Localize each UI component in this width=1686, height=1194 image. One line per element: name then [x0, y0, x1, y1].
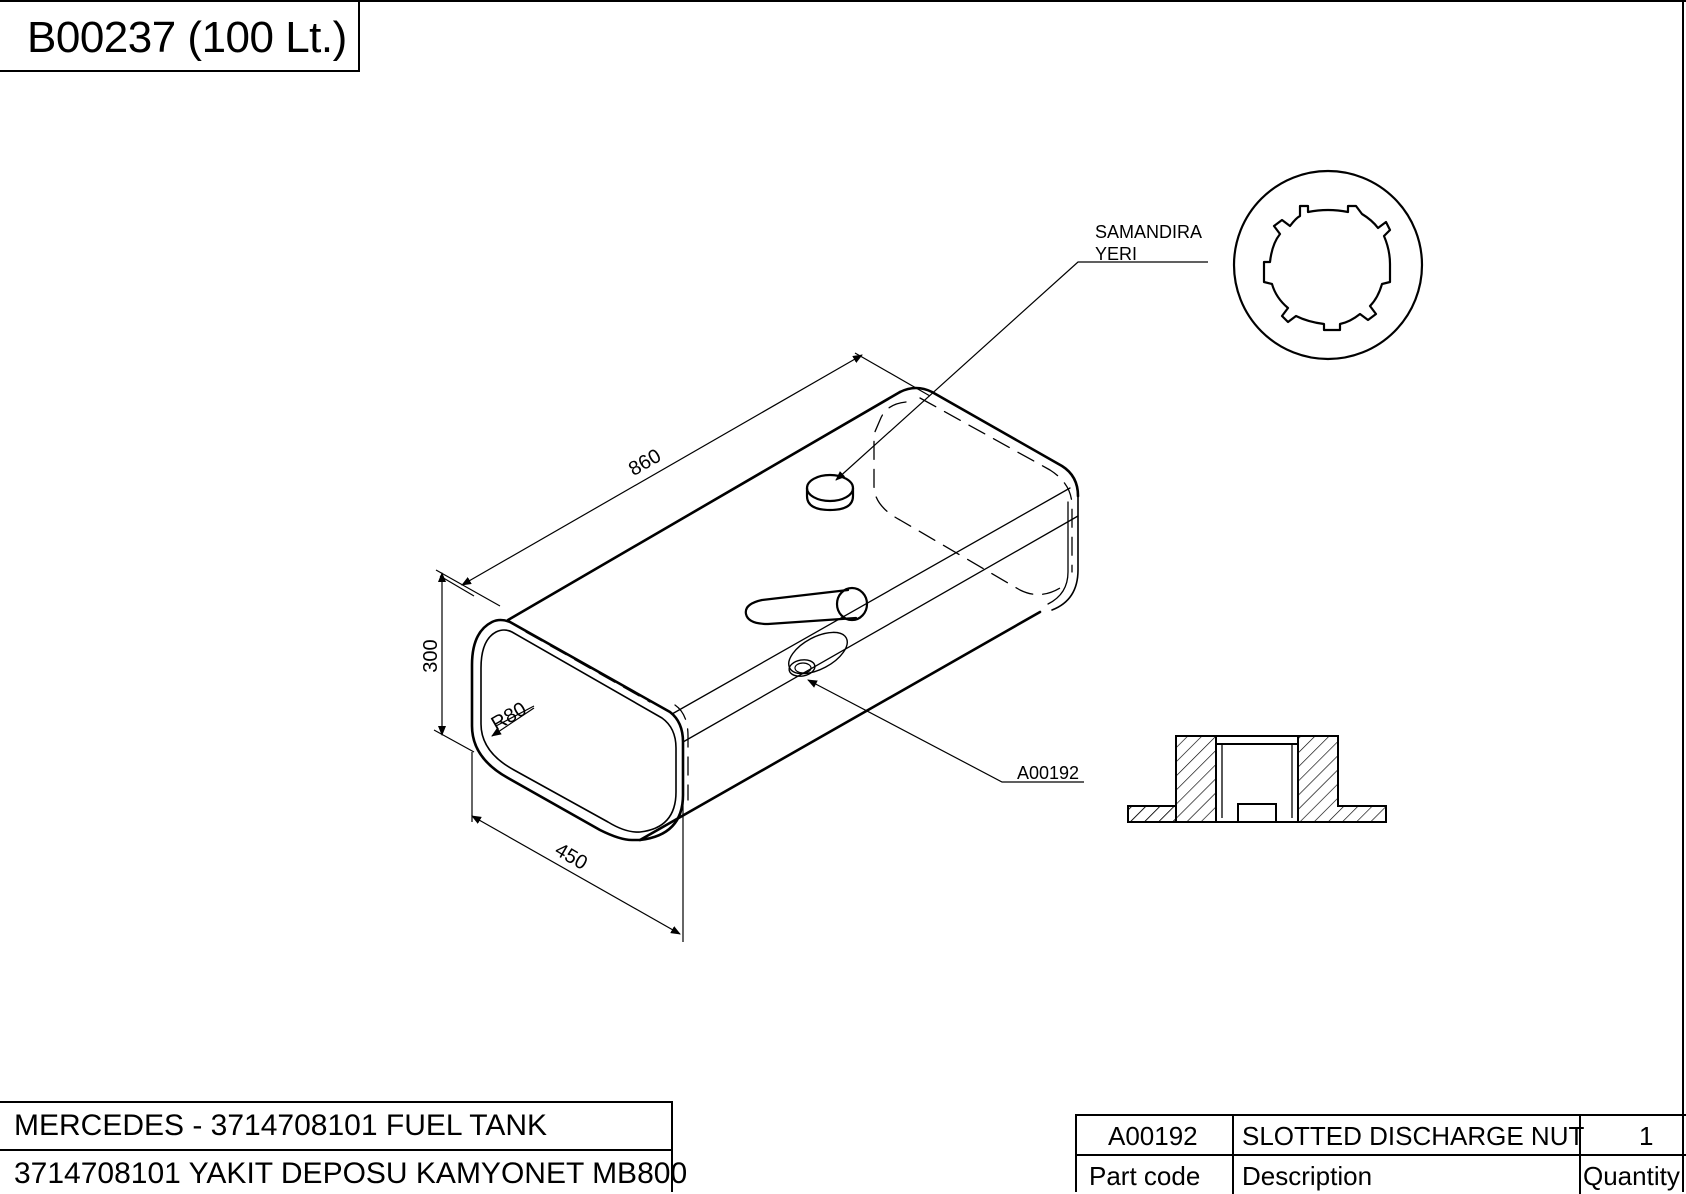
- nut-section-flange-left-outer: [1127, 805, 1177, 823]
- dim-300-ext-2: [433, 729, 475, 753]
- title-box: B00237 (100 Lt.): [0, 0, 360, 72]
- dim-300-ext-1: [435, 569, 501, 607]
- tank-side-ridge: [682, 515, 1079, 743]
- drain-part-label: A00192: [1017, 763, 1079, 783]
- tank-seam-dashed-front: [674, 704, 689, 801]
- tank-back-seam-dashed: [873, 401, 1061, 596]
- tank-back-right-edge: [1051, 495, 1079, 611]
- dim-r80-leader: [491, 707, 535, 737]
- drawing-title: B00237 (100 Lt.): [27, 13, 347, 62]
- bom-row-divider: [1077, 1154, 1686, 1156]
- frame-right-border: [1682, 0, 1684, 1192]
- nut-outer-circle: [1232, 169, 1424, 361]
- nut-slotted-bore: [1262, 204, 1392, 332]
- slotted-nut-section-view: [1127, 735, 1387, 823]
- drain-boss-outer: [788, 631, 848, 675]
- float-location-label-1: SAMANDIRA: [1095, 222, 1202, 242]
- tank-seam-dashed-top: [525, 631, 651, 703]
- float-location-label-2: YERI: [1095, 244, 1137, 264]
- title-block-divider: [0, 1149, 671, 1151]
- bom-header-quantity: Quantity: [1583, 1161, 1680, 1191]
- nut-section-flange-right: [1297, 735, 1387, 823]
- dim-860-ext-1: [439, 575, 475, 597]
- tank-back-seam-dashed-2: [919, 397, 1073, 573]
- bom-header-description: Description: [1242, 1161, 1373, 1191]
- breather-pipe: [744, 588, 858, 626]
- tank-bottom-edge: [638, 610, 1042, 842]
- bom-header-part-code: Part code: [1089, 1161, 1201, 1191]
- tank-top-front-ridge: [671, 487, 1071, 715]
- slotted-nut-top-view: [1232, 169, 1424, 361]
- dim-r80-shelf: [495, 705, 535, 727]
- tank-back-top-corner: [898, 386, 1080, 498]
- title-block: MERCEDES - 3714708101 FUEL TANK 37147081…: [0, 1101, 687, 1192]
- dimension-lines: [433, 261, 1208, 942]
- dim-r80-text: R80: [488, 698, 531, 735]
- dim-860-text: 860: [625, 445, 665, 481]
- drain-boss-hole: [794, 662, 812, 674]
- dimension-texts: 860 300 450 R80: [420, 445, 665, 875]
- filler-cap-side: [805, 486, 855, 512]
- bom-description: SLOTTED DISCHARGE NUT: [1242, 1121, 1585, 1151]
- leader-drain-part: [807, 679, 1084, 783]
- dim-450-line: [471, 815, 681, 935]
- dim-860-ext-2: [854, 352, 931, 397]
- title-block-line-2: 3714708101 YAKIT DEPOSU KAMYONET MB800: [14, 1157, 688, 1190]
- drain-boss-inner: [788, 659, 816, 677]
- dim-860-line: [461, 354, 863, 586]
- bom-table: A00192 SLOTTED DISCHARGE NUT 1 Part code…: [1075, 1114, 1686, 1194]
- dim-300-text: 300: [420, 639, 442, 672]
- frame-top-border: [0, 0, 1686, 2]
- tank-back-right-edge-inner: [1047, 501, 1069, 605]
- nut-bottom-slot: [1216, 803, 1298, 823]
- dim-450-text: 450: [551, 839, 591, 875]
- bom-part-code: A00192: [1108, 1121, 1198, 1151]
- fuel-tank-view: [470, 386, 1080, 842]
- callout-texts: SAMANDIRA YERI A00192: [1017, 222, 1202, 783]
- tank-top-left-edge: [506, 390, 902, 622]
- leader-float-location: [835, 261, 1208, 481]
- filler-cap-top: [805, 473, 855, 503]
- bom-quantity: 1: [1639, 1121, 1654, 1151]
- breather-pipe-end: [835, 586, 869, 622]
- title-block-line-1: MERCEDES - 3714708101 FUEL TANK: [14, 1109, 548, 1142]
